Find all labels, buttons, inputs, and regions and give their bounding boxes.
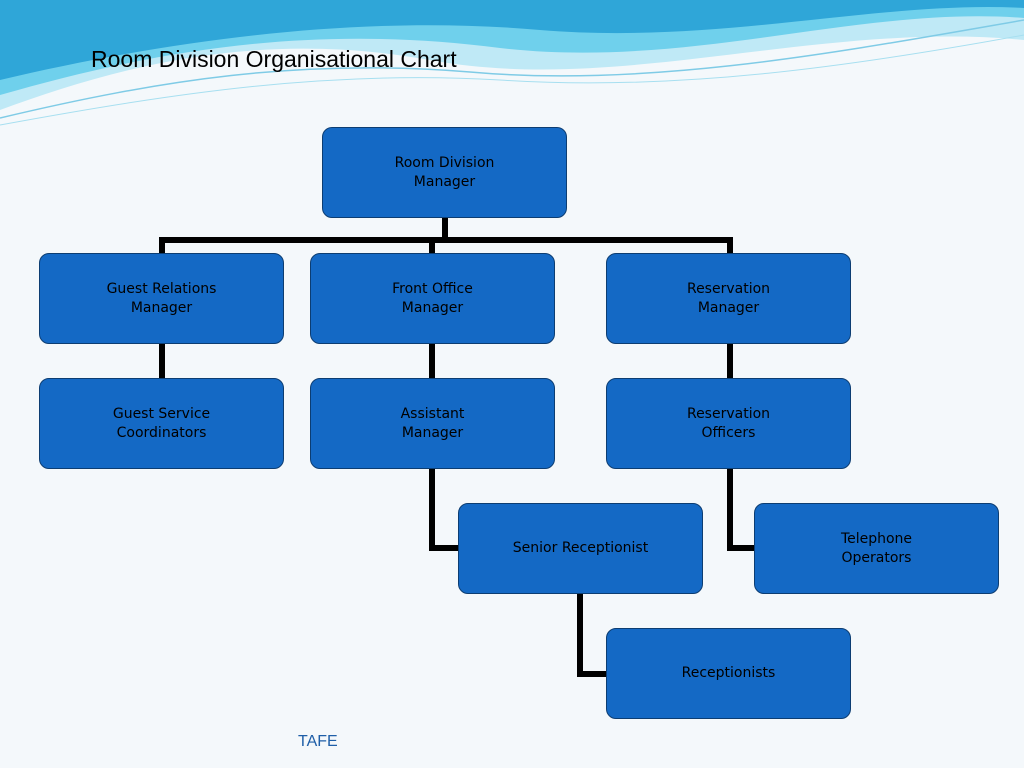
connector-senior-to-receptionists <box>577 591 610 677</box>
node-guest-relations-manager: Guest Relations Manager <box>39 253 284 344</box>
node-front-office-manager: Front Office Manager <box>310 253 555 344</box>
page-title: Room Division Organisational Chart <box>91 46 457 72</box>
footer-label: TAFE <box>298 733 338 750</box>
connector-assistant-to-senior-receptionist <box>429 466 462 551</box>
connector-officers-to-telephone <box>727 466 758 551</box>
node-reservation-officers: Reservation Officers <box>606 378 851 469</box>
node-room-division-manager: Room Division Manager <box>322 127 567 218</box>
node-senior-receptionist: Senior Receptionist <box>458 503 703 594</box>
node-guest-service-coordinators: Guest Service Coordinators <box>39 378 284 469</box>
node-assistant-manager: Assistant Manager <box>310 378 555 469</box>
node-receptionists: Receptionists <box>606 628 851 719</box>
node-telephone-operators: Telephone Operators <box>754 503 999 594</box>
node-reservation-manager: Reservation Manager <box>606 253 851 344</box>
connector-root-to-managers <box>159 215 733 256</box>
decorative-wave-banner <box>0 0 1024 126</box>
